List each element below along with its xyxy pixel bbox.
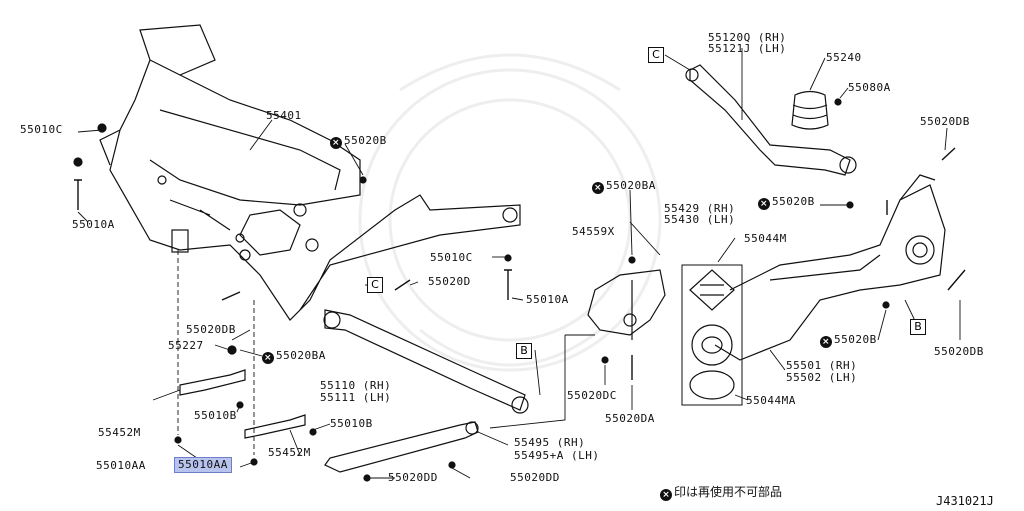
label-55010B-2[interactable]: 55010B xyxy=(330,417,373,430)
label-54559X[interactable]: 54559X xyxy=(572,225,615,238)
label-55240[interactable]: 55240 xyxy=(826,51,862,64)
label-55020BA-2[interactable]: ×55020BA xyxy=(262,349,326,364)
label-55020B-3[interactable]: ×55020B xyxy=(820,333,877,348)
label-55020B-2[interactable]: ×55020B xyxy=(758,195,815,210)
non-reusable-mark-icon: × xyxy=(592,182,604,194)
non-reusable-mark-icon: × xyxy=(758,198,770,210)
bracket-55429 xyxy=(587,269,666,340)
label-55495[interactable]: 55495 (RH) xyxy=(514,436,586,449)
label-55080A[interactable]: 55080A xyxy=(848,81,891,94)
lower-arm-55501 xyxy=(714,174,946,361)
label-55111[interactable]: 55111 (LH) xyxy=(320,391,392,404)
watermark-logo xyxy=(358,53,662,372)
label-55227[interactable]: 55227 xyxy=(168,339,204,352)
callout-b-right: B xyxy=(910,319,926,335)
diagram-code: J431021J xyxy=(936,494,994,508)
label-55044MA[interactable]: 55044MA xyxy=(746,394,796,407)
label-55430[interactable]: 55430 (LH) xyxy=(664,213,736,226)
non-reusable-mark-icon: × xyxy=(660,489,672,501)
label-55010AA-highlighted[interactable]: 55010AA xyxy=(174,457,232,473)
label-55020DD[interactable]: 55020DD xyxy=(388,471,438,484)
subframe-55401 xyxy=(99,24,521,321)
label-55495A[interactable]: 55495+A (LH) xyxy=(514,449,600,462)
bump-stopper-55240 xyxy=(791,90,829,130)
label-55010C-2[interactable]: 55010C xyxy=(430,251,473,264)
label-55020DB-3[interactable]: 55020DB xyxy=(934,345,984,358)
non-reusable-mark-icon: × xyxy=(820,336,832,348)
leader-lines xyxy=(77,48,961,479)
spring-seats xyxy=(681,264,743,406)
callout-c-middle: C xyxy=(367,277,383,293)
label-55020DB-2[interactable]: 55020DB xyxy=(186,323,236,336)
label-55120Q[interactable]: 55120Q (RH) xyxy=(708,31,787,44)
label-55110[interactable]: 55110 (RH) xyxy=(320,379,392,392)
non-reusable-mark-icon: × xyxy=(262,352,274,364)
callout-c-upper: C xyxy=(648,47,664,63)
label-55010C[interactable]: 55010C xyxy=(20,123,63,136)
label-55501[interactable]: 55501 (RH) xyxy=(786,359,858,372)
upper-arm-55120Q xyxy=(685,64,857,176)
label-55020D[interactable]: 55020D xyxy=(428,275,471,288)
link-55495 xyxy=(324,421,479,473)
label-55121J[interactable]: 55121J (LH) xyxy=(708,42,787,55)
label-55020DD-2[interactable]: 55020DD xyxy=(510,471,560,484)
nuts xyxy=(73,98,890,482)
non-reusable-legend: ×印は再使用不可部品 xyxy=(660,483,782,501)
label-55010AA[interactable]: 55010AA xyxy=(96,459,146,472)
lower-link-55110 xyxy=(323,309,529,414)
label-55010B[interactable]: 55010B xyxy=(194,409,237,422)
label-55044M[interactable]: 55044M xyxy=(744,232,787,245)
label-55010A[interactable]: 55010A xyxy=(72,218,115,231)
label-55010A-2[interactable]: 55010A xyxy=(526,293,569,306)
label-55020DC[interactable]: 55020DC xyxy=(567,389,617,402)
label-55020DA[interactable]: 55020DA xyxy=(605,412,655,425)
label-55452M-2[interactable]: 55452M xyxy=(268,446,311,459)
label-55020B[interactable]: ×55020B xyxy=(330,134,387,149)
callout-b-lower: B xyxy=(516,343,532,359)
label-55020BA[interactable]: ×55020BA xyxy=(592,179,656,194)
bolts xyxy=(74,147,966,380)
label-55452M[interactable]: 55452M xyxy=(98,426,141,439)
brackets-55452M xyxy=(179,369,306,439)
label-55429[interactable]: 55429 (RH) xyxy=(664,202,736,215)
label-55401[interactable]: 55401 xyxy=(266,109,302,122)
non-reusable-mark-icon: × xyxy=(330,137,342,149)
label-55502[interactable]: 55502 (LH) xyxy=(786,371,858,384)
label-55020DB[interactable]: 55020DB xyxy=(920,115,970,128)
